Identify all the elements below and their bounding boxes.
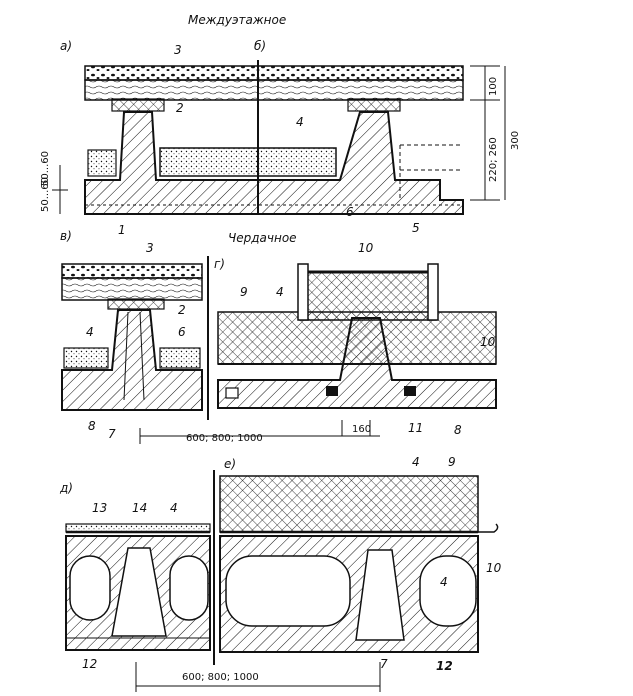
callout-3a: 3 (174, 43, 182, 57)
section-e (219, 475, 499, 653)
section-g (217, 263, 497, 409)
dimension-span-bottom (135, 662, 381, 692)
panel-label-g: г) (214, 257, 225, 271)
panel-label-a: а) (60, 39, 72, 53)
panel-label-e: е) (224, 457, 236, 471)
panel-label-b: б) (254, 39, 266, 53)
callout-8g: 8 (454, 423, 462, 437)
section-v (61, 263, 203, 411)
dim-span-bottom: 600; 800; 1000 (182, 672, 259, 683)
callout-7v: 7 (108, 427, 116, 441)
caption-interfloor: Междуэтажное (188, 13, 286, 27)
section-a-b (84, 60, 464, 215)
callout-12d: 12 (82, 657, 97, 671)
caption-attic: Чердачное (228, 231, 297, 245)
callout-11: 11 (408, 421, 423, 435)
dim-220-260: 220; 260 (488, 137, 499, 182)
dim-50-60-b: 50...60 (40, 177, 51, 212)
dim-300: 300 (510, 131, 521, 150)
callout-1: 1 (118, 223, 126, 237)
callout-4e-top: 4 (412, 455, 420, 469)
insulation-a (87, 149, 117, 177)
callout-10e: 10 (486, 561, 502, 575)
callout-4b: 4 (296, 115, 304, 129)
callout-9g: 9 (240, 285, 248, 299)
dim-50-60-a: 50...60 (40, 151, 51, 186)
slab-ribs-ab (84, 111, 464, 215)
dim-100: 100 (488, 77, 499, 96)
section-d (65, 523, 211, 651)
panel-label-d: д) (59, 481, 73, 495)
floor-finish-a (84, 65, 464, 81)
callout-4d: 4 (170, 501, 178, 515)
callout-13: 13 (92, 501, 107, 515)
dimension-span-top (139, 420, 380, 444)
callout-10g-top: 10 (358, 241, 374, 255)
dim-span-top: 600; 800; 1000 (186, 433, 263, 444)
panel-label-v: в) (60, 229, 72, 243)
dashed-rib-5 (399, 144, 463, 200)
insulation-b (159, 147, 337, 177)
sleeper-a (111, 98, 165, 112)
callout-4e: 4 (440, 575, 448, 589)
callout-2v: 2 (178, 303, 186, 317)
dimensions-ab (52, 65, 506, 214)
callout-5: 5 (412, 221, 420, 235)
callout-8v: 8 (88, 419, 96, 433)
callout-2a: 2 (176, 101, 184, 115)
callout-9e: 9 (448, 455, 456, 469)
callout-10g: 10 (480, 335, 496, 349)
plank-layer-a (84, 79, 464, 101)
callout-3v: 3 (146, 241, 154, 255)
callout-4v: 4 (86, 325, 94, 339)
callout-7e: 7 (380, 657, 388, 671)
callout-6v: 6 (178, 325, 186, 339)
callout-4g: 4 (276, 285, 284, 299)
sleeper-b (347, 98, 401, 112)
callout-6b: 6 (346, 205, 354, 219)
dim-160: 160 (352, 424, 371, 435)
callout-12e: 12 (436, 659, 453, 673)
callout-14: 14 (132, 501, 147, 515)
